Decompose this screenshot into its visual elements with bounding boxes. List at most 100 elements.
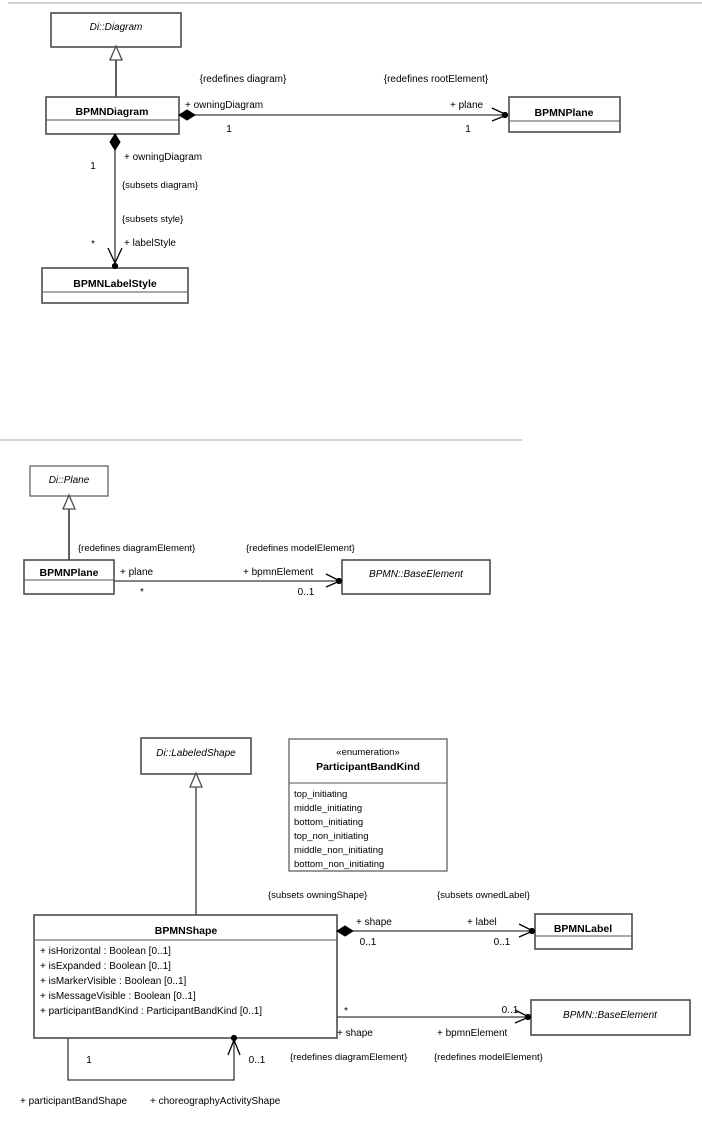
figure-bpmn-plane: Di::Plane BPMNPlane BPMN::BaseElement {r… (23, 465, 491, 598)
composition-diamond-icon (109, 133, 121, 151)
class-name-label: Di::LabeledShape (156, 748, 236, 759)
source-multiplicity-label: 1 (226, 124, 232, 135)
class-di-diagram[interactable]: Di::Diagram (50, 12, 182, 48)
generalization-bpmndiagram-to-di-diagram (109, 44, 123, 97)
source-constraint-label: {redefines diagramElement} (290, 1052, 407, 1063)
source-role-label: + plane (120, 567, 154, 578)
enumeration-literal: bottom_non_initiating (294, 859, 384, 870)
composition-diamond-icon (336, 925, 354, 937)
source-multiplicity-label: * (344, 1006, 348, 1017)
association-shape-label[interactable]: {subsets owningShape} {subsets ownedLabe… (268, 890, 536, 948)
association-line (67, 1038, 235, 1081)
target-multiplicity-label: 0..1 (298, 587, 315, 598)
class-name-label: BPMN::BaseElement (369, 569, 464, 580)
source-multiplicity-label: 1 (86, 1055, 92, 1066)
enumeration-name-label: ParticipantBandKind (316, 761, 420, 773)
enumeration-literal: top_initiating (294, 789, 347, 800)
source-role-label: + shape (337, 1028, 373, 1039)
class-bpmnshape[interactable]: BPMNShape + isHorizontal : Boolean [0..1… (33, 914, 338, 1039)
generalization-bpmnshape-to-di-labeledshape (189, 771, 203, 915)
association-end-dot-icon (230, 1034, 238, 1042)
class-name-label: BPMNDiagram (76, 106, 149, 118)
target-role-label: + bpmnElement (437, 1028, 508, 1039)
target-role-label: + labelStyle (124, 238, 176, 249)
source-constraint-label: {redefines diagramElement} (78, 543, 195, 554)
association-diagram-plane[interactable]: {redefines diagram} {redefines rootEleme… (178, 74, 509, 135)
target-constraint-label: {redefines modelElement} (246, 543, 355, 554)
class-attribute: + isMarkerVisible : Boolean [0..1] (40, 976, 187, 987)
class-box (45, 96, 180, 135)
enumeration-participantbandkind[interactable]: «enumeration» ParticipantBandKind top_in… (288, 738, 448, 872)
class-di-plane[interactable]: Di::Plane (29, 465, 109, 497)
class-bpmndiagram[interactable]: BPMNDiagram (45, 96, 180, 135)
target-multiplicity-label: 0..1 (502, 1005, 519, 1016)
generalization-arrowhead-icon (189, 771, 203, 788)
association-end-dot-icon (528, 927, 536, 935)
class-attribute: + isExpanded : Boolean [0..1] (40, 961, 171, 972)
class-bpmn-baseelement-3[interactable]: BPMN::BaseElement (530, 999, 691, 1036)
target-constraint-label: {redefines rootElement} (384, 74, 489, 85)
target-constraint-label: {subsets style} (122, 214, 183, 225)
class-bpmnplane-2[interactable]: BPMNPlane (23, 559, 115, 595)
association-end-dot-icon (501, 111, 509, 119)
target-role-label: + bpmnElement (243, 567, 314, 578)
source-multiplicity-label: 0..1 (360, 937, 377, 948)
enumeration-literal: top_non_initiating (294, 831, 368, 842)
association-diagram-labelstyle[interactable]: + owningDiagram 1 {subsets diagram} {sub… (90, 133, 202, 270)
source-multiplicity-label: * (140, 587, 144, 598)
class-bpmn-baseelement-2[interactable]: BPMN::BaseElement (341, 559, 491, 595)
source-role-label: + owningDiagram (185, 100, 263, 111)
class-name-label: BPMNLabel (554, 923, 612, 935)
figure-bpmn-diagram: Di::Diagram BPMNDiagram BPMNPlane BPMNLa… (41, 12, 621, 304)
class-box (23, 559, 115, 595)
association-end-dot-icon (111, 262, 119, 270)
class-di-labeledshape[interactable]: Di::LabeledShape (140, 737, 252, 775)
source-constraint-label: {subsets owningShape} (268, 890, 367, 901)
class-name-label: Di::Diagram (90, 22, 143, 33)
footer-role-label-participantbandshape: + participantBandShape (20, 1096, 127, 1107)
class-box (508, 96, 621, 133)
generalization-arrowhead-icon (62, 493, 76, 510)
class-attribute: + isHorizontal : Boolean [0..1] (40, 946, 171, 957)
target-multiplicity-label: 0..1 (494, 937, 511, 948)
class-bpmnlabelstyle[interactable]: BPMNLabelStyle (41, 267, 189, 304)
target-role-label: + plane (450, 100, 484, 111)
class-name-label: BPMNShape (155, 925, 218, 937)
enumeration-stereotype-label: «enumeration» (336, 747, 399, 758)
figure-bpmn-shape: Di::LabeledShape «enumeration» Participa… (20, 737, 691, 1107)
source-constraint-label: {redefines diagram} (200, 74, 287, 85)
class-name-label: BPMNPlane (535, 107, 594, 119)
class-box (341, 559, 491, 595)
target-role-label: + label (467, 917, 497, 928)
class-box (50, 12, 182, 48)
target-constraint-label: {redefines modelElement} (434, 1052, 543, 1063)
association-shape-baseelement[interactable]: * 0..1 + shape + bpmnElement {redefines … (290, 1005, 543, 1063)
class-bpmnlabel[interactable]: BPMNLabel (534, 913, 633, 950)
class-attribute: + participantBandKind : ParticipantBandK… (40, 1006, 262, 1017)
target-multiplicity-label: 0..1 (249, 1055, 266, 1066)
enumeration-box (288, 738, 448, 872)
footer-role-label-choreographyactivityshape: + choreographyActivityShape (150, 1096, 281, 1107)
association-plane-baseelement[interactable]: {redefines diagramElement} {redefines mo… (78, 543, 355, 598)
class-name-label: BPMNLabelStyle (73, 278, 157, 290)
source-role-label: + owningDiagram (124, 152, 202, 163)
class-box (29, 465, 109, 497)
association-end-dot-icon (524, 1013, 532, 1021)
enumeration-literal: middle_non_initiating (294, 845, 383, 856)
enumeration-literal: middle_initiating (294, 803, 362, 814)
generalization-bpmnplane-to-di-plane (62, 493, 76, 560)
class-name-label: Di::Plane (49, 475, 90, 486)
enumeration-literal: bottom_initiating (294, 817, 363, 828)
class-name-label: BPMN::BaseElement (563, 1010, 658, 1021)
generalization-arrowhead-icon (109, 44, 123, 61)
class-bpmnplane[interactable]: BPMNPlane (508, 96, 621, 133)
association-shape-self[interactable]: 1 0..1 (67, 1034, 266, 1081)
class-box (530, 999, 691, 1036)
source-multiplicity-label: 1 (90, 161, 96, 172)
association-end-dot-icon (335, 577, 343, 585)
class-box (33, 914, 338, 1039)
class-attribute: + isMessageVisible : Boolean [0..1] (40, 991, 196, 1002)
class-name-label: BPMNPlane (40, 567, 99, 579)
source-role-label: + shape (356, 917, 392, 928)
